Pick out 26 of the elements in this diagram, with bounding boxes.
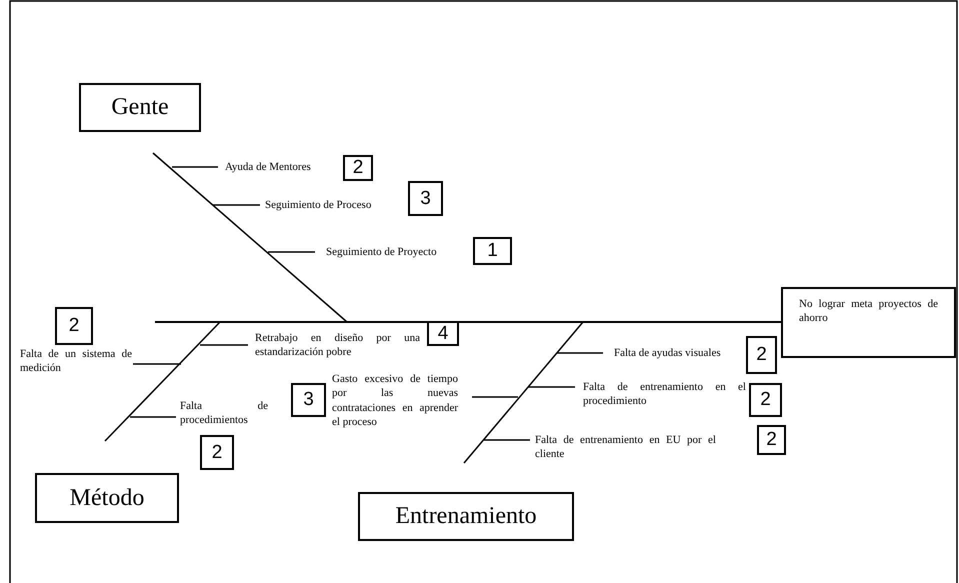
- cause-label: Falta de procedimientos: [180, 399, 268, 428]
- score-box: 1: [473, 237, 512, 265]
- category-box: Gente: [79, 83, 201, 132]
- score-box: 2: [55, 307, 93, 345]
- cause-label: Seguimiento de Proyecto: [326, 245, 438, 260]
- score-box: 2: [200, 435, 234, 470]
- spine-line: [155, 321, 781, 323]
- score-box: 2: [746, 336, 777, 374]
- cause-label: Seguimiento de Proceso: [265, 198, 372, 212]
- score-box: 4: [427, 321, 459, 346]
- category-box: Método: [35, 473, 179, 523]
- cause-label: Retrabajo en diseño por una estandarización pobre: [255, 331, 420, 360]
- score-box: 3: [408, 181, 443, 216]
- score-box: 2: [343, 155, 373, 181]
- score-box: 3: [291, 383, 326, 417]
- cause-label: Falta de un sistema de medición: [20, 347, 132, 376]
- score-box: 2: [749, 383, 782, 417]
- effect-text: No lograr meta proyectos de ahorro: [799, 297, 938, 326]
- cause-label: Ayuda de Mentores: [225, 160, 312, 174]
- category-box: Entrenamiento: [358, 492, 574, 541]
- effect-box: [781, 287, 956, 358]
- cause-label: Falta de entrenamiento en el procedimiento: [583, 380, 746, 409]
- cause-label: Gasto excesivo de tiempo por las nuevas contrataciones en aprender el proceso: [332, 372, 458, 430]
- cause-label: Falta de entrenamiento en EU por el cliente: [535, 433, 716, 462]
- cause-label: Falta de ayudas visuales: [614, 346, 722, 360]
- score-box: 2: [757, 425, 786, 455]
